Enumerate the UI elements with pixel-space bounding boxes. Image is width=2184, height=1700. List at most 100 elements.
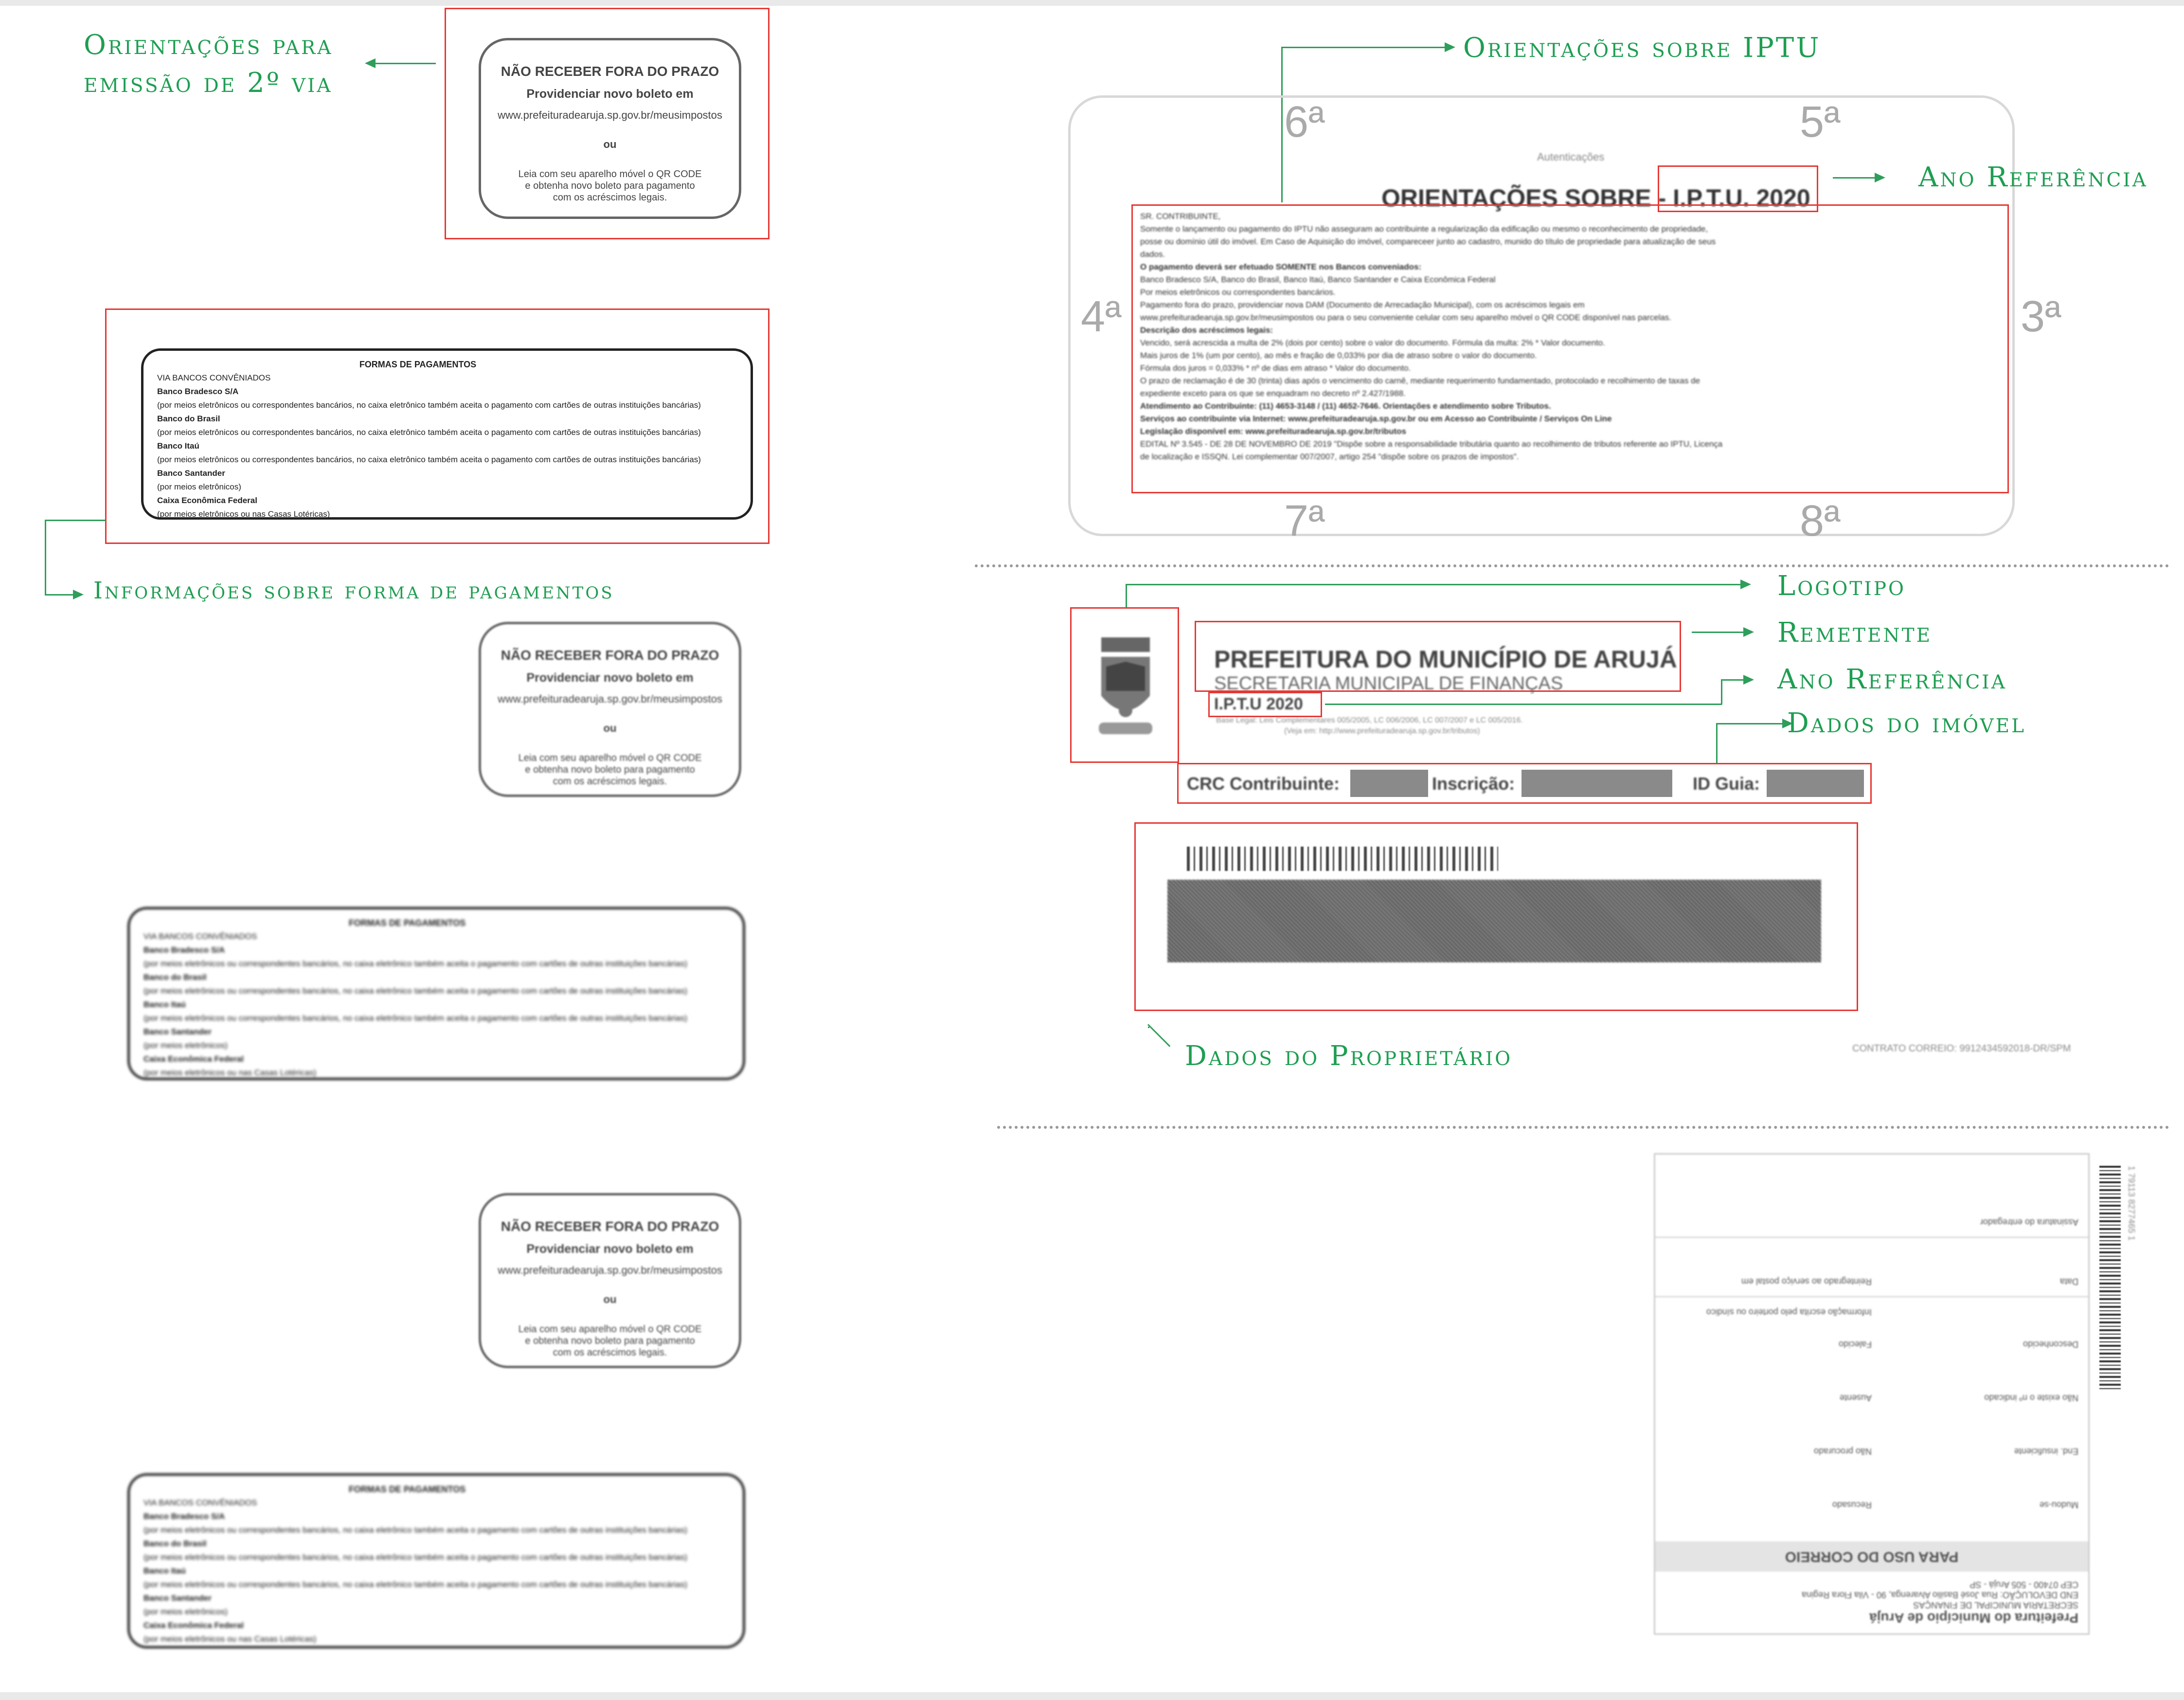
contrato-correio: CONTRATO CORREIO: 9912434592018-DR/SPM <box>1852 1043 2071 1054</box>
auth-slot-label: 7ª <box>1284 497 1325 545</box>
annotation-orientacoes-iptu: Orientações sobre IPTU <box>1463 32 1821 64</box>
perforation-line <box>975 564 2169 567</box>
highlight-box-2via <box>445 8 770 239</box>
connector-line <box>1281 47 1447 48</box>
inscricao-label: Inscrição: <box>1432 774 1515 794</box>
redacted-field <box>1767 770 1864 797</box>
barcode-number: 1 79113 8277465 1 <box>2127 1166 2136 1241</box>
annotation-remetente: Remetente <box>1777 617 1933 649</box>
payment-box-copy: FORMAS DE PAGAMENTOS VIA BANCOS CONVÊNIA… <box>127 907 745 1080</box>
sender-name: PREFEITURA DO MUNICÍPIO DE ARUJÁ <box>1214 646 1677 673</box>
annotation-ano-referencia: Ano Referência <box>1918 162 2148 193</box>
redacted-field <box>1522 770 1672 797</box>
connector-line <box>1281 47 1283 202</box>
connector-line <box>1126 584 1742 585</box>
highlight-box-orientacoes <box>1131 204 2009 493</box>
connector-line <box>1833 177 1877 179</box>
vertical-barcode <box>2099 1166 2121 1390</box>
crc-label: CRC Contribuinte: <box>1187 774 1340 794</box>
iptu-body-line: Atendimento ao Contribuinte: (11) 4653-3… <box>1140 401 1551 411</box>
bank-name: Banco Bradesco S/A <box>157 387 239 396</box>
connector-line <box>1721 679 1722 705</box>
auth-slot-label: 8ª <box>1800 497 1841 545</box>
iptu-body-line: Serviços ao contribuinte via Internet: w… <box>1140 414 1612 423</box>
auth-slot-label: 5ª <box>1800 98 1841 146</box>
correio-form: Prefeitura do Município de Arujá SECRETA… <box>1654 1153 2090 1635</box>
arrow-right-icon <box>73 590 84 599</box>
bank-note: (por meios eletrônicos ou nas Casas Loté… <box>157 509 330 519</box>
iptu-body-line: de localização e ISSQN. Lei complementar… <box>1140 452 1519 461</box>
postal-barcode <box>1187 847 1498 871</box>
bank-note: (por meios eletrônicos ou correspondente… <box>157 428 701 437</box>
connector-line <box>45 520 46 596</box>
connector-line <box>374 63 436 64</box>
iptu-body-line: posse ou domínio útil do imóvel. Em Caso… <box>1140 237 1716 246</box>
connector-line <box>1148 1027 1149 1028</box>
bank-name: Caixa Econômica Federal <box>157 496 257 505</box>
arrow-right-icon <box>1782 719 1793 728</box>
iptu-body-line: O pagamento deverá ser efetuado SOMENTE … <box>1140 262 1422 271</box>
sender-secretaria: SECRETARIA MUNICIPAL DE FINANÇAS <box>1214 673 1563 694</box>
warning-title: NÃO RECEBER FORA DO PRAZO <box>501 64 719 79</box>
connector-line <box>1147 1024 1171 1047</box>
iptu-body-line: Por meios eletrônicos ou correspondentes… <box>1140 288 1336 297</box>
iptu-body-line: Legislação disponível em: www.prefeitura… <box>1140 427 1406 436</box>
warning-box-copy: NÃO RECEBER FORA DO PRAZO Providenciar n… <box>479 622 741 797</box>
annotation-orientacoes-2via-line2: emissão de 2º via <box>84 67 333 99</box>
perforation-line <box>997 1126 2169 1129</box>
annotation-formas-pagamento: Informações sobre forma de pagamentos <box>93 577 614 604</box>
arrow-right-icon <box>1445 42 1455 52</box>
arrow-right-icon <box>1743 627 1754 637</box>
authentication-frame <box>1068 95 2015 536</box>
iptu-body-line: Pagamento fora do prazo, providenciar no… <box>1140 300 1585 309</box>
annotation-dados-imovel: Dados do imóvel <box>1787 707 2026 739</box>
payment-via: VIA BANCOS CONVÊNIADOS <box>157 373 271 382</box>
auth-slot-label: 4ª <box>1081 292 1122 341</box>
legal-link: (Veja em: http://www.prefeituradearuja.s… <box>1284 727 1480 735</box>
highlight-box-ano-referencia <box>1658 165 1818 212</box>
warning-subtitle: Providenciar novo boleto em <box>526 87 694 101</box>
iptu-body-line: Banco Bradesco S/A, Banco do Brasil, Ban… <box>1140 275 1496 284</box>
coat-of-arms-icon <box>1096 633 1155 749</box>
annotation-orientacoes-2via-line1: Orientações para <box>84 29 333 61</box>
idguia-label: ID Guia: <box>1693 774 1760 794</box>
connector-line <box>1325 704 1722 705</box>
connector-line <box>1716 723 1784 724</box>
correio-title: PARA USO DO CORREIO <box>1655 1541 2088 1572</box>
warning-box-copy: NÃO RECEBER FORA DO PRAZO Providenciar n… <box>479 1193 741 1368</box>
bank-name: Banco Itaú <box>157 441 199 451</box>
highlight-box-proprietario <box>1134 822 1858 1011</box>
connector-line <box>1126 584 1127 608</box>
arrow-left-icon <box>365 58 376 68</box>
iptu-title: ORIENTAÇÕES SOBRE - I.P.T.U. 2020 <box>1381 184 1810 212</box>
auth-slot-label: 3ª <box>2021 292 2061 341</box>
payment-box: FORMAS DE PAGAMENTOS VIA BANCOS CONVÊNIA… <box>141 348 753 520</box>
arrow-right-icon <box>1740 579 1751 589</box>
warning-url: www.prefeituradearuja.sp.gov.br/meusimpo… <box>498 109 722 121</box>
bank-note: (por meios eletrônicos ou correspondente… <box>157 400 701 410</box>
redacted-owner-data <box>1167 880 1821 962</box>
highlight-box-imovel <box>1177 763 1872 804</box>
bank-name: Banco do Brasil <box>157 414 220 423</box>
top-border <box>0 0 2184 6</box>
highlight-box-pagamentos <box>105 308 770 544</box>
annotation-logotipo: Logotipo <box>1777 570 1906 602</box>
iptu-body-line: Fórmula dos juros = 0,033% * nº de dias … <box>1140 363 1411 373</box>
iptu-body-line: dados. <box>1140 250 1165 259</box>
warning-box: NÃO RECEBER FORA DO PRAZO Providenciar n… <box>479 38 741 219</box>
autenticacoes-label: Autenticações <box>1537 151 1605 163</box>
connector-line <box>45 520 105 521</box>
sender-iptu-year: I.P.T.U 2020 <box>1214 695 1303 713</box>
iptu-body-line: expediente exceto para os que se enquadr… <box>1140 389 1406 398</box>
iptu-body-line: EDITAL Nº 3.545 - DE 28 DE NOVEMBRO DE 2… <box>1140 439 1723 449</box>
connector-line <box>45 594 75 596</box>
arrow-right-icon <box>1743 675 1754 685</box>
auth-slot-label: 6ª <box>1284 98 1325 146</box>
highlight-box-year <box>1208 692 1322 717</box>
warning-qr-text: Leia com seu aparelho móvel o QR CODE e … <box>518 169 702 203</box>
highlight-box-remetente <box>1195 621 1681 692</box>
iptu-body-line: www.prefeituradearuja.sp.gov.br/meusimpo… <box>1140 313 1672 322</box>
iptu-body-line: Vencido, será acrescida a multa de 2% (d… <box>1140 338 1605 347</box>
payment-box-copy: FORMAS DE PAGAMENTOS VIA BANCOS CONVÊNIA… <box>127 1473 745 1648</box>
iptu-body-line: Somente o lançamento ou pagamento do IPT… <box>1140 224 1708 234</box>
